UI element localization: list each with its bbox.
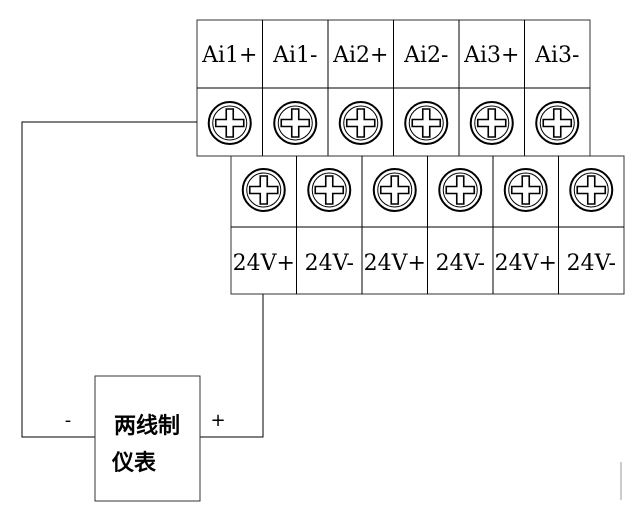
screw-terminal-icon <box>535 101 580 145</box>
wire-24v-plus-to-instrument-plus <box>200 294 264 438</box>
terminal-label-24v-minus: 24V- <box>305 251 354 276</box>
screw-terminal-icon <box>207 101 252 145</box>
terminal-label-24v-plus: 24V+ <box>233 251 295 276</box>
screw-terminal-icon <box>372 168 417 212</box>
terminal-label-24v-minus: 24V- <box>436 251 485 276</box>
screw-terminal-icon <box>438 168 483 212</box>
instrument-label-line2: 仪表 <box>111 451 157 476</box>
terminal-label-24v-plus: 24V+ <box>495 251 557 276</box>
terminal-label-ai1-minus: Ai1- <box>272 43 317 68</box>
terminal-label-ai2-plus: Ai2+ <box>332 43 388 68</box>
terminal-label-24v-minus: 24V- <box>567 251 616 276</box>
screw-terminal-icon <box>503 168 548 212</box>
terminal-label-ai1-plus: Ai1+ <box>201 43 257 68</box>
wire-ai1-plus-to-instrument-minus <box>21 121 197 438</box>
screw-terminal-icon <box>569 168 614 212</box>
instrument-box <box>94 375 201 502</box>
screw-terminal-icon <box>241 168 286 212</box>
screw-terminal-icon <box>273 101 318 145</box>
screw-terminal-icon <box>307 168 352 212</box>
screw-terminal-icon <box>469 101 514 145</box>
bottom-terminal-strip: 24V+ 24V- 24V+ 24V- 24V+ 24V- <box>230 155 625 295</box>
two-wire-instrument: 两线制 仪表 <box>94 375 201 502</box>
terminal-label-ai2-minus: Ai2- <box>403 43 448 68</box>
terminal-label-24v-plus: 24V+ <box>364 251 426 276</box>
top-terminal-strip: Ai1+ Ai1- Ai2+ Ai2- Ai3+ Ai3- <box>196 19 591 157</box>
screw-terminal-icon <box>404 101 449 145</box>
terminal-label-ai3-plus: Ai3+ <box>463 43 519 68</box>
instrument-label-line1: 两线制 <box>114 413 180 439</box>
screw-terminal-icon <box>338 101 383 145</box>
instrument-plus-terminal-label: + <box>210 410 225 431</box>
instrument-minus-terminal-label: - <box>65 410 72 431</box>
terminal-label-ai3-minus: Ai3- <box>534 43 579 68</box>
